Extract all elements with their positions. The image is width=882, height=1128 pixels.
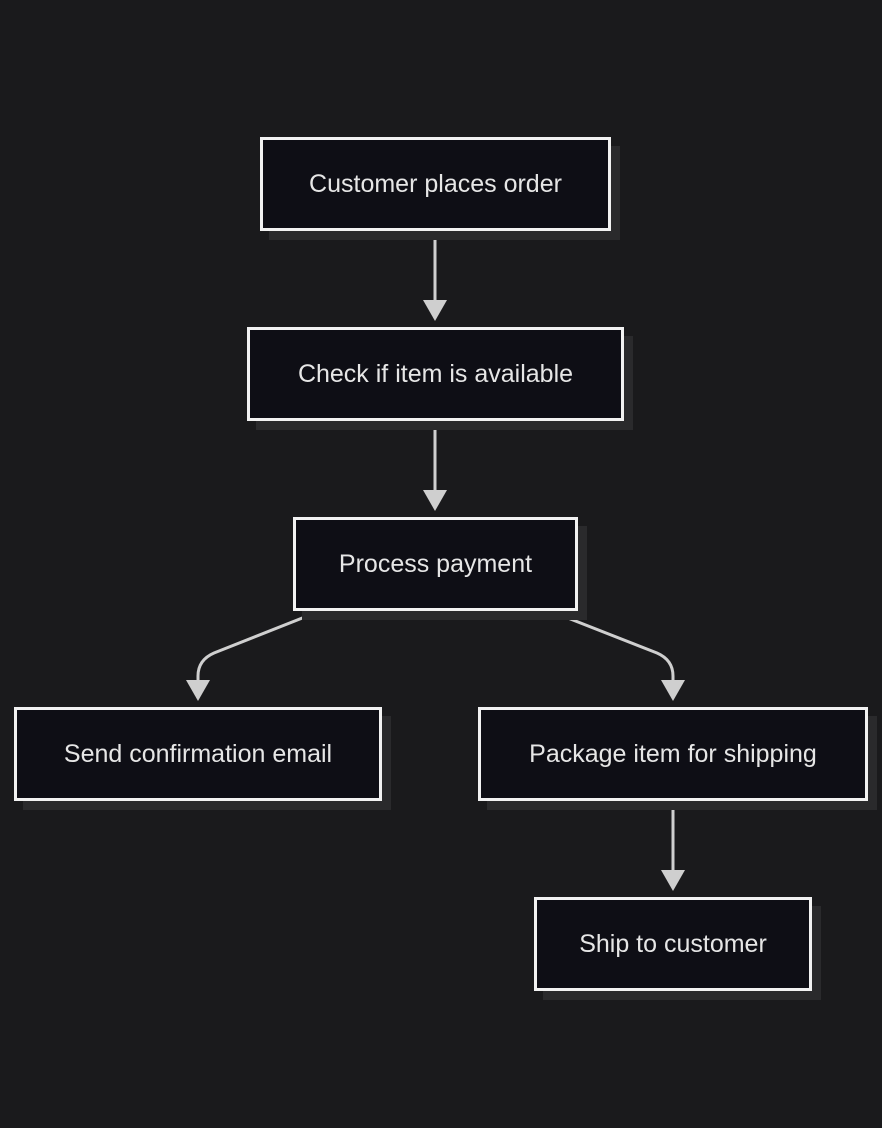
node-label: Send confirmation email xyxy=(63,739,333,768)
node-ship-to-customer: Ship to customer xyxy=(534,897,812,991)
node-label: Package item for shipping xyxy=(529,739,817,768)
arrowhead-icon xyxy=(186,680,210,701)
node-check-availability: Check if item is available xyxy=(247,327,624,421)
node-label: Check if item is available xyxy=(297,359,574,388)
node-package-item: Package item for shipping xyxy=(478,707,868,801)
arrowhead-icon xyxy=(661,870,685,891)
node-send-confirmation-email: Send confirmation email xyxy=(14,707,382,801)
node-label: Customer places order xyxy=(309,169,562,198)
node-label: Process payment xyxy=(338,549,533,578)
arrowhead-icon xyxy=(423,490,447,511)
edge-payment-to-packaging xyxy=(549,609,685,701)
edge-availability-to-payment xyxy=(423,421,447,511)
arrowhead-icon xyxy=(661,680,685,701)
edge-packaging-to-shipping xyxy=(661,801,685,891)
edge-payment-to-email xyxy=(186,609,321,701)
node-customer-places-order: Customer places order xyxy=(260,137,611,231)
node-process-payment: Process payment xyxy=(293,517,578,611)
node-label: Ship to customer xyxy=(579,929,767,958)
arrowhead-icon xyxy=(423,300,447,321)
edge-order-to-availability xyxy=(423,231,447,321)
